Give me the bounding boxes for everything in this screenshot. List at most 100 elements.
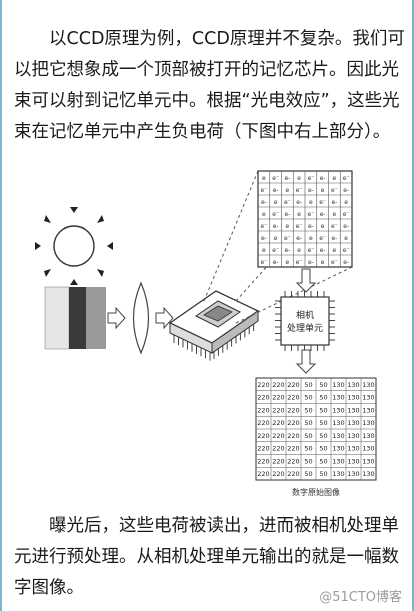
pixel-value-cell: 220 [287,445,299,453]
pixel-value-cell: 50 [304,470,312,478]
electron-cell: e- [261,199,267,206]
electron-cell: e⁻ [307,247,314,254]
pixel-value-cell: 220 [272,394,284,402]
watermark: @51CTO博客 [319,590,402,605]
pixel-value-cell: 130 [362,394,374,402]
electron-cell: e⁻ [272,211,279,218]
pixel-value-cell: 130 [362,470,374,478]
electron-cell: e⁻ [260,259,267,266]
arrow-down-1 [295,268,317,293]
electron-cell: e- [296,235,302,242]
electron-cell: e⁻ [331,259,338,266]
pixel-value-cell: 220 [272,445,284,453]
right-border [412,0,414,611]
pixel-value-cell: 50 [319,432,327,440]
pixel-value-cell: 220 [287,457,299,465]
electron-cell: e [286,187,290,194]
electron-cell: e- [284,175,290,182]
pixel-value-cell: 220 [287,432,299,440]
pixel-value-cell: 220 [257,470,269,478]
electron-cell: e⁻ [260,187,267,194]
electron-cell: e⁻ [260,223,267,230]
pixel-value-cell: 50 [319,457,327,465]
pixel-value-cell: 130 [347,470,359,478]
pixel-value-cell: 130 [332,470,344,478]
electron-cell: e- [273,259,279,266]
pixel-value-cell: 130 [347,457,359,465]
electron-cell: e⁻ [319,235,326,242]
electron-cell: e⁻ [331,223,338,230]
electron-cell: e [262,247,266,254]
pixel-value-cell: 130 [347,381,359,389]
electron-cell: e⁻ [343,175,350,182]
electron-cell: e [309,199,313,206]
electron-cell: e [297,175,301,182]
pixel-value-cell: 220 [257,445,269,453]
electron-cell: e [286,223,290,230]
pixel-value-cell: 130 [347,394,359,402]
pixel-value-cell: 50 [319,419,327,427]
pixel-value-cell: 50 [304,406,312,414]
electron-cell: e- [308,223,314,230]
pixel-value-cell: 220 [287,381,299,389]
electron-cell: e- [273,187,279,194]
arrow-to-lens [107,306,126,330]
electron-cell: e [344,235,348,242]
electron-cell: e [309,235,313,242]
electron-cell: e⁻ [343,247,350,254]
electron-cell: e- [343,223,349,230]
left-border [0,0,2,611]
electron-cell: e [297,211,301,218]
electron-cell: e⁻ [319,199,326,206]
electron-cell: e- [261,235,267,242]
electron-cell: e- [343,259,349,266]
sun-icon [35,207,113,285]
pixel-value-cell: 220 [272,470,284,478]
electron-cell: e- [320,247,326,254]
electron-cell: e⁻ [272,247,279,254]
pixel-value-cell: 50 [304,419,312,427]
pixel-value-cell: 220 [257,457,269,465]
electron-cell: e⁻ [343,211,350,218]
electron-cell: e [297,247,301,254]
electron-cell: e [333,247,337,254]
ccd-chip-icon [168,290,260,361]
conclusion-paragraph: 曝光后，这些电荷被读出，进而被相机处理单元进行预处理。从相机处理单元输出的就是一… [14,516,399,598]
electron-cell: e⁻ [296,259,303,266]
pixel-value-cell: 130 [362,419,374,427]
pixel-value-cell: 50 [304,394,312,402]
stripe-gray [86,287,106,349]
pixel-value-cell: 220 [287,470,299,478]
electron-cell: e⁻ [284,235,291,242]
processor-label-line1: 相机 [296,309,314,321]
stripe-light [44,286,70,350]
pixel-value-cell: 220 [272,406,284,414]
pixel-value-cell: 220 [287,406,299,414]
grid-caption: 数字原始图像 [292,487,340,497]
ccd-diagram: e e⁻ e-e e⁻ e-e e⁻ e⁻ e-e e⁻ e-e e⁻ e-e-e e⁻ e-e e⁻ e-e… [35,170,377,497]
electron-cell: e [274,235,278,242]
electron-cell: e [333,175,337,182]
electron-cell: e- [308,259,314,266]
electron-grid: e e⁻ e-e e⁻ e-e e⁻ e⁻ e-e e⁻ e-e e⁻ e-e-e e⁻ e-e e⁻ e-e… [257,170,353,268]
electron-cell: e⁻ [284,199,291,206]
pixel-value-cell: 50 [319,445,327,453]
pixel-value-cell: 130 [332,394,344,402]
pixel-value-cell: 220 [257,381,269,389]
electron-cell: e⁻ [307,211,314,218]
pixel-value-cell: 50 [319,381,327,389]
pixel-value-cell: 220 [257,432,269,440]
arrow-to-chip [155,306,174,330]
pixel-value-cell: 130 [362,457,374,465]
pixel-value-cell: 130 [347,445,359,453]
pixel-value-cell: 130 [332,381,344,389]
electron-cell: e- [284,247,290,254]
pixel-value-cell: 220 [272,381,284,389]
electron-cell: e⁻ [272,175,279,182]
electron-cell: e [274,199,278,206]
pixel-value-cell: 130 [347,432,359,440]
electron-cell: e⁻ [307,175,314,182]
source-image-stripes [44,286,106,350]
pixel-value-cell: 130 [362,406,374,414]
